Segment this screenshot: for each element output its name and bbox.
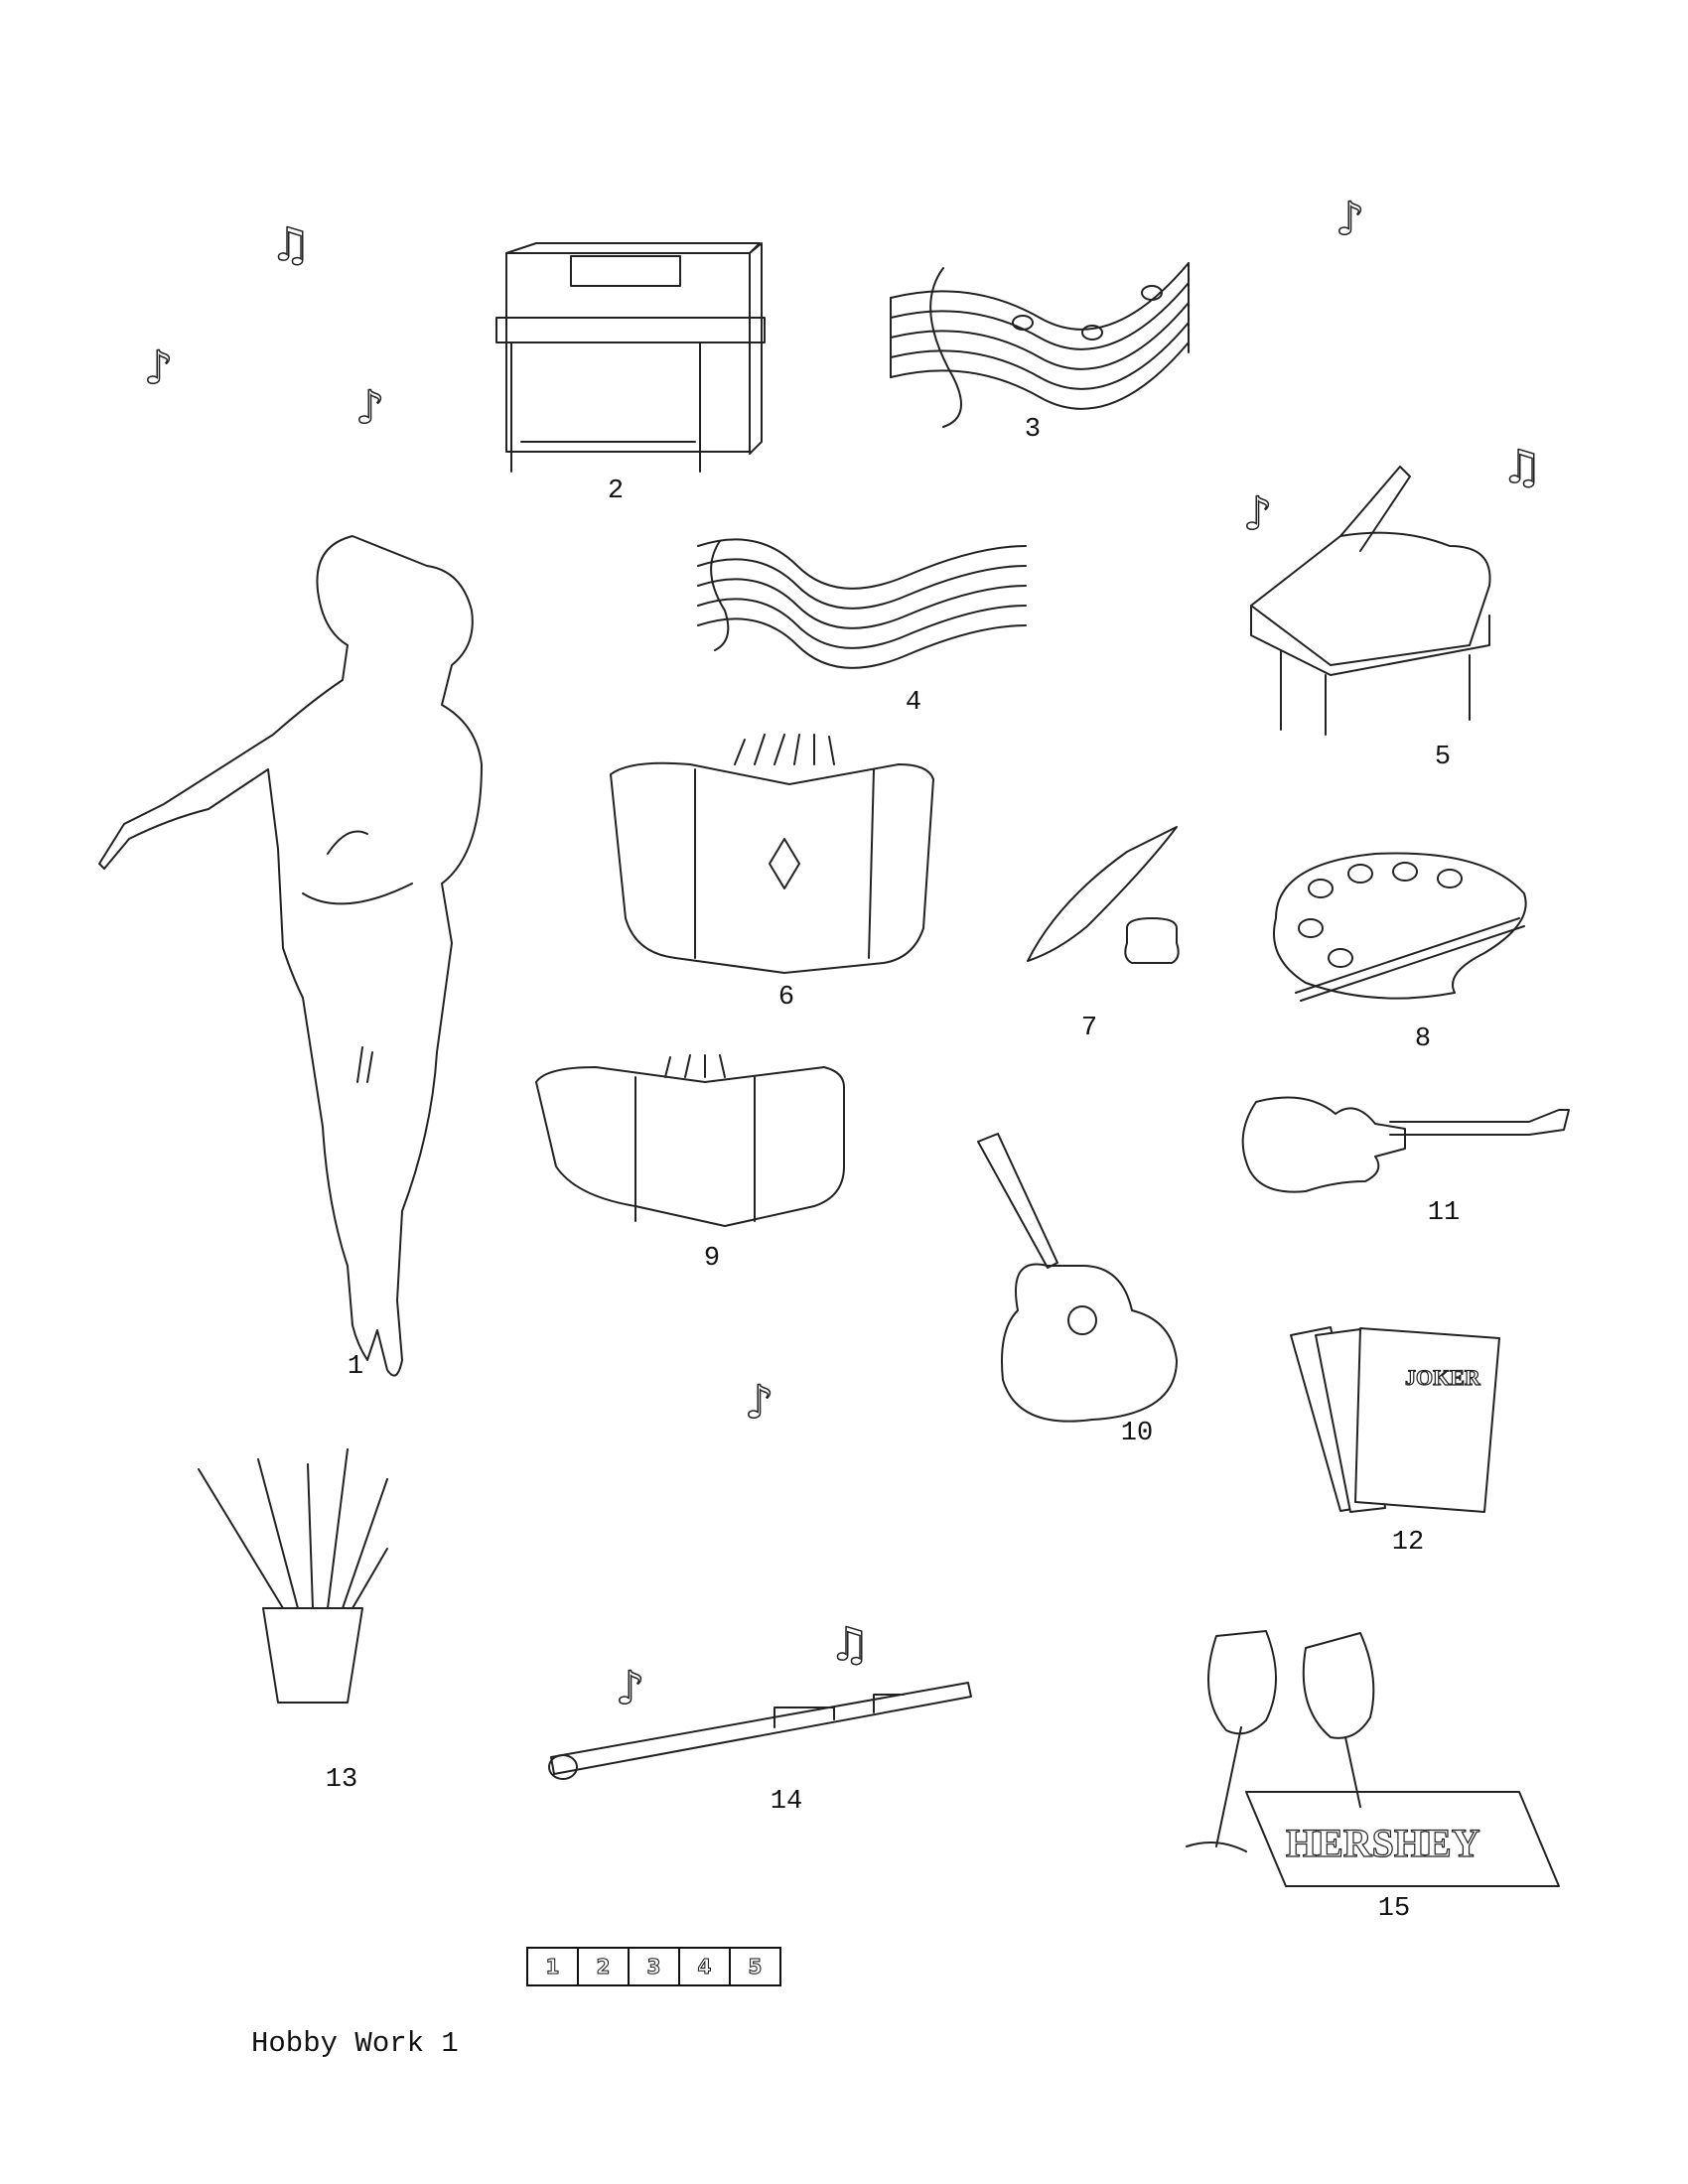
acoustic-guitar-drawing: [977, 1133, 1178, 1423]
music-staff-drawing: [890, 262, 1190, 428]
paint-palette-drawing: [1273, 852, 1527, 1002]
upright-piano-drawing: [495, 242, 766, 473]
playing-cards-drawing: JOKER: [1290, 1326, 1500, 1513]
scale-cell: 5: [748, 1955, 763, 1979]
item-number-1: 1: [347, 1352, 364, 1382]
page-title: Hobby Work 1: [251, 2027, 459, 2060]
item-number-8: 8: [1414, 1024, 1432, 1054]
double-note-icon: ♫: [1501, 440, 1542, 493]
item-number-10: 10: [1120, 1419, 1154, 1448]
electric-guitar-drawing: [1241, 1096, 1570, 1193]
item-number-14: 14: [770, 1787, 803, 1817]
music-note-icon: ♪: [355, 380, 384, 434]
scale-cell: 1: [528, 1949, 579, 1984]
item-number-3: 3: [1024, 415, 1042, 445]
paint-brushes-drawing: [198, 1448, 388, 1704]
flute-drawing: [548, 1682, 972, 1780]
music-note-icon: ♪: [1243, 486, 1272, 540]
scale-cell: 2: [579, 1949, 630, 1984]
scale-bar: 1 2 3 4 5: [526, 1947, 781, 1986]
double-note-icon: ♫: [270, 217, 311, 271]
item-number-11: 11: [1427, 1198, 1461, 1228]
concertina-drawing: [535, 1054, 845, 1227]
item-number-15: 15: [1377, 1894, 1411, 1924]
item-number-4: 4: [905, 688, 922, 718]
svg-text:JOKER: JOKER: [1405, 1365, 1481, 1390]
dancer-drawing: [98, 535, 483, 1377]
scale-cell: 3: [630, 1949, 680, 1984]
quill-inkwell-drawing: [1027, 826, 1180, 964]
item-number-13: 13: [325, 1765, 358, 1795]
concertina-drawing: [610, 734, 934, 974]
item-number-12: 12: [1391, 1528, 1425, 1558]
item-number-6: 6: [777, 983, 795, 1013]
item-number-9: 9: [703, 1244, 721, 1274]
music-ribbon-drawing: [697, 538, 1027, 669]
item-number-7: 7: [1080, 1014, 1098, 1043]
wine-glasses-drawing: HERSHEY: [1186, 1630, 1560, 1887]
svg-text:HERSHEY: HERSHEY: [1286, 1821, 1480, 1865]
music-note-icon: ♪: [1336, 192, 1364, 245]
grand-piano-drawing: [1250, 466, 1491, 736]
music-note-icon: ♪: [616, 1661, 644, 1714]
item-number-5: 5: [1434, 743, 1452, 772]
music-note-icon: ♪: [144, 341, 173, 394]
scale-cell: 4: [680, 1949, 731, 1984]
music-note-icon: ♪: [745, 1375, 774, 1429]
double-note-icon: ♫: [829, 1617, 870, 1671]
item-number-2: 2: [607, 477, 625, 506]
